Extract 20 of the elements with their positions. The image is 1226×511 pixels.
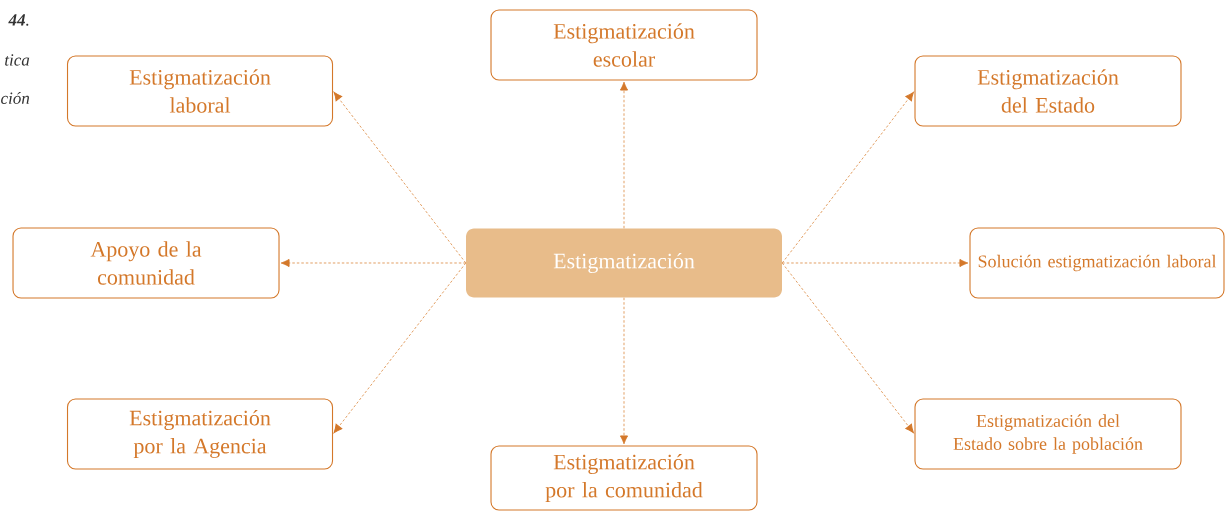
cut-off-text: 44.: [8, 14, 29, 26]
arrow: [781, 91, 914, 264]
arrow: [619, 81, 629, 229]
topic-box: Apoyo de la comunidad: [12, 227, 280, 299]
arrow: [333, 91, 467, 264]
cut-off-text: ción: [1, 92, 30, 104]
topic-box: Estigmatización laboral: [66, 55, 334, 127]
arrow: [280, 258, 467, 268]
arrow: [333, 262, 467, 434]
topic-box: Estigmatización escolar: [490, 9, 758, 81]
topic-box: Estigmatización por la Agencia: [66, 398, 334, 470]
arrow: [781, 258, 969, 268]
cut-off-text: tica: [5, 54, 30, 66]
topic-box: Solución estigmatización laboral: [969, 227, 1225, 299]
arrow: [619, 297, 629, 445]
arrow: [781, 262, 914, 434]
central-box: Estigmatización: [466, 228, 782, 298]
topic-box: Estigmatización del Estado sobre la población: [914, 398, 1182, 470]
topic-box: Estigmatización por la comunidad: [490, 445, 758, 511]
topic-box: Estigmatización del Estado: [914, 55, 1182, 127]
